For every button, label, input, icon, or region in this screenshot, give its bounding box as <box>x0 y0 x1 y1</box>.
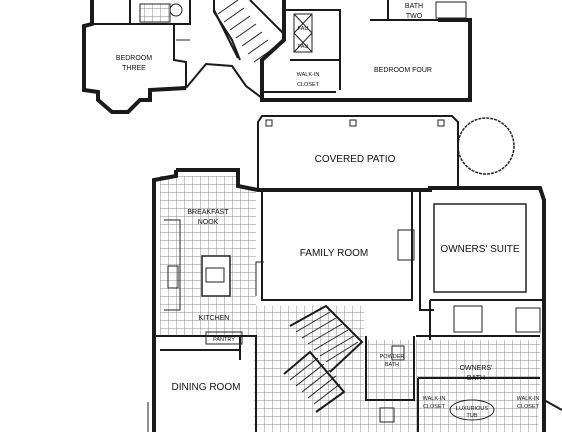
breakfast-nook-label-2: NOOK <box>198 219 219 226</box>
tree-icon <box>457 117 515 175</box>
walk-in-closet-right-label-1: WALK-IN <box>517 396 540 402</box>
owners-bath-label-1: OWNERS' <box>460 365 493 372</box>
walk-in-closet-upper-label-1: WALK-IN <box>297 72 320 78</box>
kitchen-label: KITCHEN <box>199 315 230 322</box>
dining-room-label: DINING ROOM <box>172 382 241 393</box>
upper-stair <box>213 0 285 63</box>
powder-bath-label-1: POWDER <box>380 354 405 360</box>
bedroom-three-label-1: BEDROOM <box>116 55 152 62</box>
walk-in-closet-right-label-2: CLOSET <box>517 404 540 410</box>
bath-two-label-2: TWO <box>406 13 423 20</box>
main-floor <box>147 115 562 432</box>
bedroom-three-label-2: THREE <box>122 65 146 72</box>
bedroom-four-label: BEDROOM FOUR <box>374 67 432 74</box>
bath-two-label-1: BATH <box>405 3 423 10</box>
walk-in-closet-left-label-1: WALK-IN <box>423 396 446 402</box>
owners-suite-label: OWNERS' SUITE <box>440 244 519 255</box>
upper-floor <box>82 0 472 114</box>
covered-patio-label: COVERED PATIO <box>315 154 396 165</box>
luxurious-tub-label-2: TUB <box>467 413 478 419</box>
fau-label-2: FAU <box>298 44 309 50</box>
pantry-label: PANTRY <box>213 337 235 343</box>
powder-bath-label-2: BATH <box>385 362 399 368</box>
luxurious-tub-label-1: LUXURIOUS <box>456 406 488 412</box>
walk-in-closet-upper-label-2: CLOSET <box>297 82 320 88</box>
fau-label-1: FAU <box>298 26 309 32</box>
main-stair <box>283 304 364 413</box>
walk-in-closet-left-label-2: CLOSET <box>423 404 446 410</box>
owners-bath-label-2: BATH <box>467 375 485 382</box>
family-room-label: FAMILY ROOM <box>300 248 369 259</box>
breakfast-nook-label-1: BREAKFAST <box>187 209 229 216</box>
